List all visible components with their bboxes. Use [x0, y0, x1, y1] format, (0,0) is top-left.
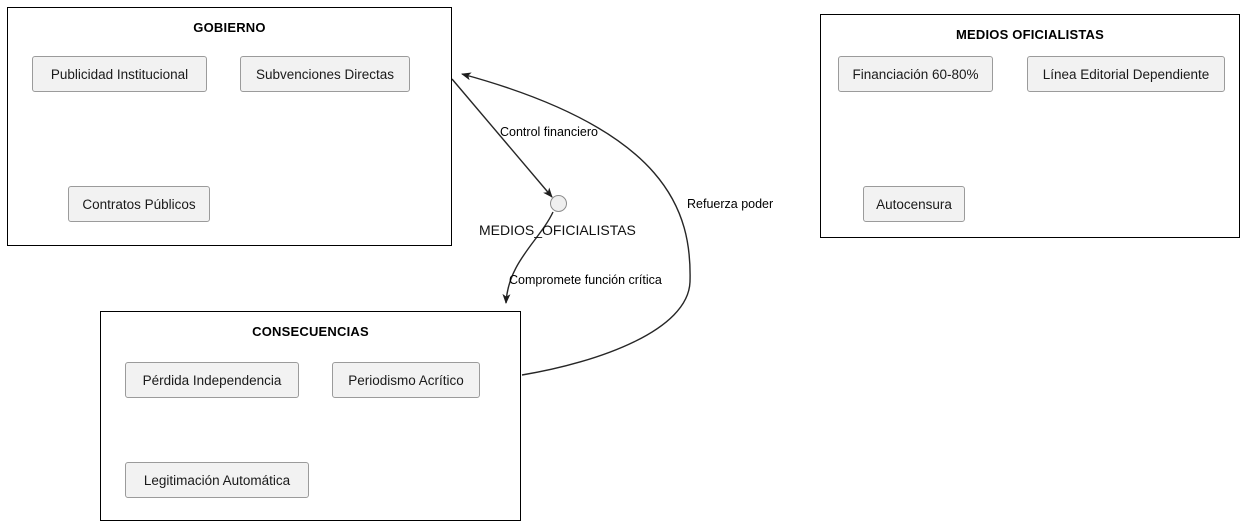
- edge-label-refuerza-poder: Refuerza poder: [687, 197, 774, 211]
- group-gobierno[interactable]: GOBIERNO Publicidad Institucional Subven…: [7, 7, 452, 246]
- node-periodismo-acritico[interactable]: Periodismo Acrítico: [332, 362, 480, 398]
- node-publicidad-institucional[interactable]: Publicidad Institucional: [32, 56, 207, 92]
- node-linea-editorial-dependiente[interactable]: Línea Editorial Dependiente: [1027, 56, 1225, 92]
- node-perdida-independencia[interactable]: Pérdida Independencia: [125, 362, 299, 398]
- node-autocensura[interactable]: Autocensura: [863, 186, 965, 222]
- node-medios-oficialistas-circle-label: MEDIOS_OFICIALISTAS: [479, 222, 636, 238]
- group-consecuencias-title: CONSECUENCIAS: [252, 324, 369, 339]
- node-financiacion[interactable]: Financiación 60-80%: [838, 56, 993, 92]
- node-medios-oficialistas-circle[interactable]: [550, 195, 567, 212]
- edge-label-control-financiero: Control financiero: [500, 125, 598, 139]
- group-medios-oficialistas-title: MEDIOS OFICIALISTAS: [955, 27, 1104, 42]
- edge-refuerza-poder-path: [461, 72, 691, 376]
- edge-label-compromete-funcion-critica: Compromete función crítica: [509, 273, 662, 287]
- group-gobierno-title: GOBIERNO: [193, 20, 266, 35]
- node-contratos-publicos[interactable]: Contratos Públicos: [68, 186, 210, 222]
- group-consecuencias[interactable]: CONSECUENCIAS Pérdida Independencia Peri…: [100, 311, 521, 521]
- node-subvenciones-directas[interactable]: Subvenciones Directas: [240, 56, 410, 92]
- group-medios-oficialistas[interactable]: MEDIOS OFICIALISTAS Financiación 60-80% …: [820, 14, 1240, 238]
- edge-compromete-funcion-critica-path: [502, 211, 554, 304]
- edge-control-financiero-path: [451, 78, 553, 198]
- node-legitimacion-automatica[interactable]: Legitimación Automática: [125, 462, 309, 498]
